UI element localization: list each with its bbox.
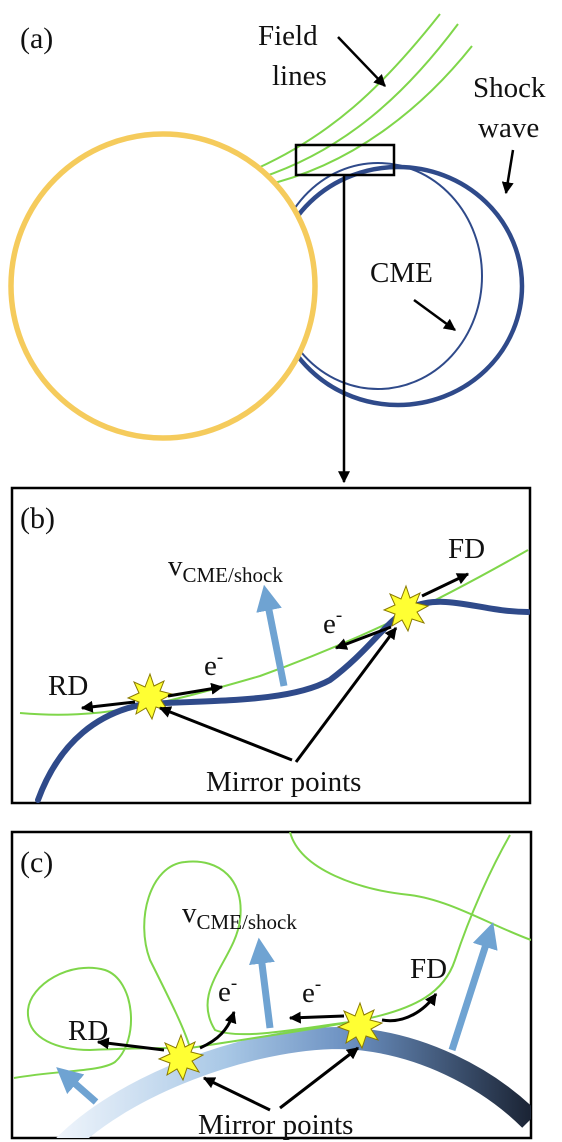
field-lines-pointer xyxy=(337,36,386,87)
velocity-arrow xyxy=(448,922,498,1052)
mirror-pointer xyxy=(158,706,293,762)
electron-label-main: e xyxy=(323,608,336,640)
panel-a-label: (a) xyxy=(20,22,53,55)
field-lines-label-line2: lines xyxy=(272,60,327,92)
cme-label: CME xyxy=(370,257,433,289)
electron-arrow-forward xyxy=(167,682,224,698)
velocity-label-main: v xyxy=(168,550,183,582)
velocity-label: vCME/shock xyxy=(168,550,283,587)
shock-wave-label-line1: Shock xyxy=(473,72,546,104)
electron-arrow-backward xyxy=(334,625,392,650)
velocity-arrow xyxy=(256,584,288,687)
shock-wave-label-line2: wave xyxy=(478,112,539,144)
velocity-label-main: v xyxy=(182,897,197,929)
electron-label-superscript: - xyxy=(315,974,321,995)
fd-arrow xyxy=(381,993,438,1023)
electron-label-superscript: - xyxy=(336,605,342,626)
panel-c-label: (c) xyxy=(20,846,53,879)
electron-label: e- xyxy=(323,605,342,640)
electron-label-superscript: - xyxy=(231,973,237,994)
fd-label: FD xyxy=(410,953,447,985)
fd-label: FD xyxy=(448,533,485,565)
electron-arrow-forward xyxy=(199,1010,237,1050)
electron-label-main: e xyxy=(218,976,231,1008)
velocity-arrow xyxy=(56,1067,99,1105)
mirror-point-star xyxy=(336,1001,384,1050)
mirror-pointer xyxy=(279,1046,359,1110)
mirror-point-star xyxy=(382,584,430,633)
panel-a: (a) Field lines Shock wave CME xyxy=(8,13,546,484)
field-line xyxy=(257,13,441,169)
cme-pointer xyxy=(413,298,456,332)
velocity-label-subscript: CME/shock xyxy=(197,910,298,934)
panel-b: (b) vCME/shock FD RD e- e- Mirr xyxy=(10,486,532,805)
mirror-point-star xyxy=(157,1033,205,1082)
field-line xyxy=(259,23,459,179)
sun-disk xyxy=(8,131,318,441)
field-line xyxy=(349,834,511,1023)
electron-label-main: e xyxy=(302,977,315,1009)
shock-front xyxy=(56,1026,531,1138)
panel-c: (c) vCME/shock FD RD xyxy=(10,830,533,1141)
field-line-loop xyxy=(13,966,351,1079)
velocity-label: vCME/shock xyxy=(182,897,297,934)
electron-label-superscript: - xyxy=(217,647,223,668)
mirror-pointer xyxy=(202,1076,271,1112)
mirror-points-label: Mirror points xyxy=(206,766,361,798)
mirror-points-label: Mirror points xyxy=(198,1109,353,1141)
rd-arrow xyxy=(96,1037,165,1052)
panel-c-frame xyxy=(10,830,533,1140)
mirror-pointer xyxy=(294,627,398,763)
field-lines-label-line1: Field xyxy=(258,20,318,52)
electron-label-main: e xyxy=(204,650,217,682)
electron-arrow-backward xyxy=(288,1011,345,1024)
field-line xyxy=(19,549,529,716)
velocity-label-subscript: CME/shock xyxy=(183,563,284,587)
electron-label: e- xyxy=(218,973,237,1008)
panel-b-label: (b) xyxy=(20,502,55,535)
rd-label: RD xyxy=(68,1015,108,1047)
shock-front xyxy=(35,598,530,803)
velocity-arrow xyxy=(249,937,275,1029)
rd-arrow xyxy=(80,700,136,713)
electron-label: e- xyxy=(302,974,321,1009)
fd-arrow xyxy=(421,572,470,598)
shock-wave-pointer xyxy=(501,149,515,195)
rd-label: RD xyxy=(48,670,88,702)
electron-label: e- xyxy=(204,647,223,682)
field-line-loop xyxy=(143,860,351,1049)
